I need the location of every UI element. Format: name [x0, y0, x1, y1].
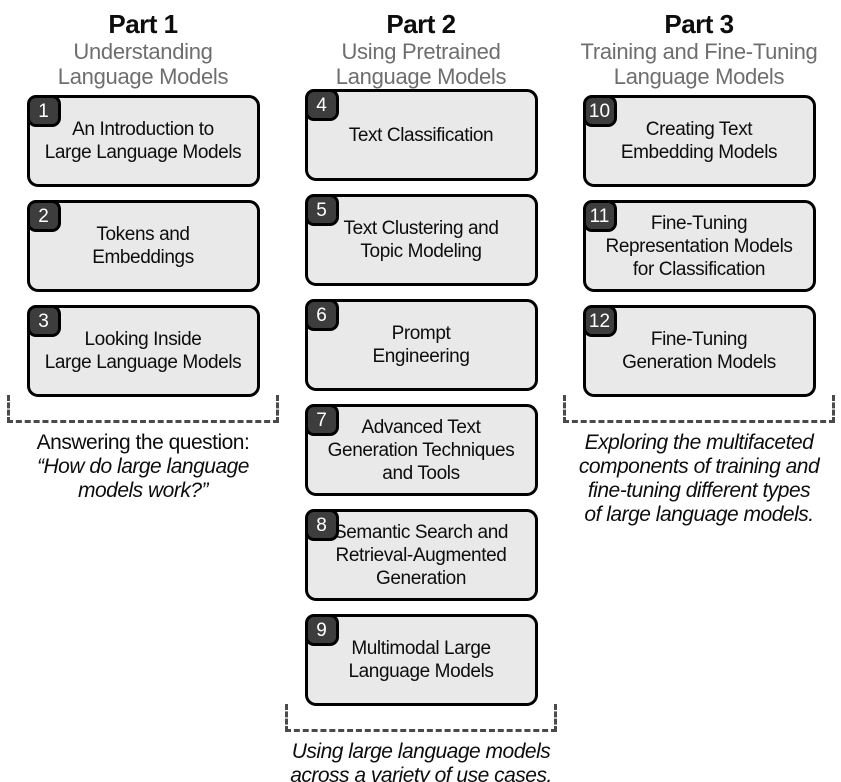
chapter-4-box: 4 Text Classification: [304, 89, 538, 181]
chapter-5-title: Text Clustering and Topic Modeling: [343, 218, 499, 262]
chapter-7-number-badge: 7: [304, 404, 339, 436]
chapter-6-box: 6 Prompt Engineering: [304, 299, 538, 391]
chapter-11-number-badge: 11: [582, 200, 617, 232]
part-3-caption: Exploring the multifaceted components of…: [578, 431, 820, 527]
chapter-1-title: An Introduction to Large Language Models: [44, 119, 242, 163]
chapter-7-title: Advanced Text Generation Techniques and …: [327, 416, 515, 484]
part-1-title: Part 1: [108, 9, 178, 39]
chapter-9-box: 9 Multimodal Large Language Models: [304, 614, 538, 706]
part-2-header: Part 2 Using Pretrained Language Models: [335, 6, 507, 89]
chapter-10-title: Creating Text Embedding Models: [620, 119, 778, 163]
part-2-subtitle: Using Pretrained Language Models: [335, 39, 507, 89]
part-3-header: Part 3 Training and Fine-Tuning Language…: [581, 6, 818, 95]
chapter-1-number-badge: 1: [26, 95, 61, 127]
chapter-2-box: 2 Tokens and Embeddings: [26, 200, 260, 292]
part-2-caption-italic: Using large language models across a var…: [290, 740, 552, 782]
chapter-1-box: 1 An Introduction to Large Language Mode…: [26, 95, 260, 187]
chapter-2-title: Tokens and Embeddings: [92, 224, 194, 268]
chapter-11-title: Fine-Tuning Representation Models for Cl…: [605, 212, 793, 280]
chapter-3-box: 3 Looking Inside Large Language Models: [26, 305, 260, 397]
part-3-title: Part 3: [664, 9, 734, 39]
part-3-subtitle: Training and Fine-Tuning Language Models: [580, 39, 818, 89]
chapter-4-title: Text Classification: [348, 124, 494, 146]
part-1-column: Part 1 Understanding Language Models 1 A…: [7, 6, 279, 782]
chapter-6-number-badge: 6: [304, 299, 339, 331]
part-1-subtitle: Understanding Language Models: [57, 39, 229, 89]
part-3-caption-italic: Exploring the multifaceted components of…: [578, 431, 820, 526]
part-1-caption: Answering the question: “How do large la…: [37, 431, 250, 503]
chapter-10-number-badge: 10: [582, 95, 617, 127]
chapter-8-box: 8 Semantic Search and Retrieval-Augmente…: [304, 509, 538, 601]
chapter-8-number-badge: 8: [304, 509, 339, 541]
chapter-10-box: 10 Creating Text Embedding Models: [582, 95, 816, 187]
part-2-caption: Using large language models across a var…: [290, 740, 552, 782]
part-1-caption-italic: “How do large language models work?”: [37, 455, 249, 502]
chapter-8-title: Semantic Search and Retrieval-Augmented …: [333, 521, 509, 589]
chapter-5-box: 5 Text Clustering and Topic Modeling: [304, 194, 538, 286]
part-1-caption-lead: Answering the question:: [36, 431, 250, 454]
chapter-12-box: 12 Fine-Tuning Generation Models: [582, 305, 816, 397]
chapter-9-number-badge: 9: [304, 614, 339, 646]
part-3-group-bracket: [563, 395, 835, 423]
chapter-4-number-badge: 4: [304, 89, 339, 121]
chapter-12-number-badge: 12: [582, 305, 617, 337]
part-1-header: Part 1 Understanding Language Models: [57, 6, 229, 95]
chapter-6-title: Prompt Engineering: [372, 323, 470, 367]
part-2-title: Part 2: [386, 9, 456, 39]
chapter-2-number-badge: 2: [26, 200, 61, 232]
chapter-5-number-badge: 5: [304, 194, 339, 226]
part-3-column: Part 3 Training and Fine-Tuning Language…: [563, 6, 835, 782]
chapter-3-number-badge: 3: [26, 305, 61, 337]
chapter-3-title: Looking Inside Large Language Models: [44, 329, 242, 373]
chapter-9-title: Multimodal Large Language Models: [348, 638, 494, 682]
chapter-7-box: 7 Advanced Text Generation Techniques an…: [304, 404, 538, 496]
chapter-11-box: 11 Fine-Tuning Representation Models for…: [582, 200, 816, 292]
chapter-12-title: Fine-Tuning Generation Models: [622, 329, 776, 373]
part-1-group-bracket: [7, 395, 279, 423]
part-2-group-bracket: [285, 704, 557, 732]
part-2-column: Part 2 Using Pretrained Language Models …: [285, 6, 557, 782]
